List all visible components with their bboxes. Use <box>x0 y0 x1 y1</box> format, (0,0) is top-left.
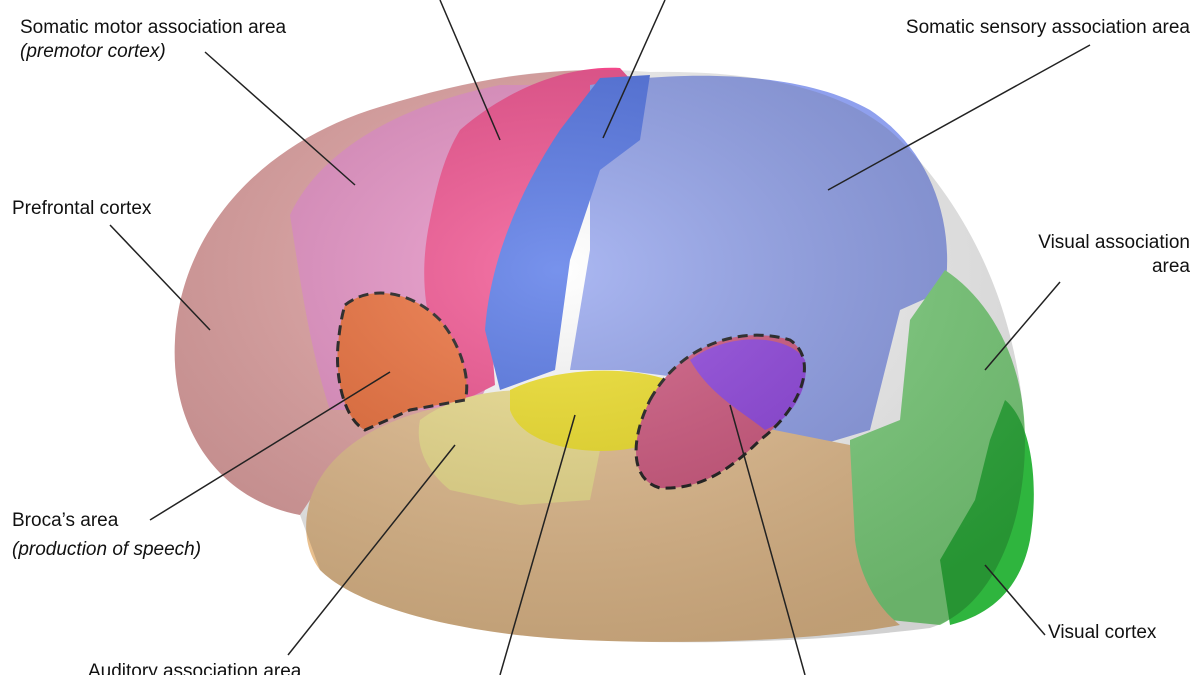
label-visual-cortex: Visual cortex <box>1048 622 1157 643</box>
leader-line-broca <box>149 371 391 521</box>
leader-line-wernicke <box>729 404 806 675</box>
leader-line-premotor <box>204 51 356 186</box>
leader-line-prefrontal <box>109 224 211 331</box>
label-visual-association-2: area <box>1151 256 1190 277</box>
label-visual-association-1: Visual association <box>1038 232 1190 253</box>
label-premotor-cortex: (premotor cortex) <box>20 41 166 62</box>
leader-line-auditory <box>499 414 576 675</box>
label-somatic-sensory: Somatic sensory association area <box>905 17 1190 38</box>
leader-line-auditory-assoc <box>287 444 456 656</box>
leader-line-motor <box>439 0 501 141</box>
label-broca: Broca’s area <box>12 510 119 531</box>
leader-line-sensory <box>602 0 666 139</box>
brain-shading <box>174 69 1025 643</box>
label-broca-sub: (production of speech) <box>12 539 202 560</box>
label-prefrontal: Prefrontal cortex <box>12 198 152 219</box>
leader-line-sensory-assoc <box>827 44 1091 191</box>
leader-line-visual-cortex <box>984 564 1046 636</box>
leader-line-visual-assoc <box>984 281 1061 371</box>
leader-lines <box>109 0 1091 675</box>
label-auditory-association: Auditory association area <box>88 661 302 675</box>
label-somatic-motor: Somatic motor association area <box>20 17 287 38</box>
